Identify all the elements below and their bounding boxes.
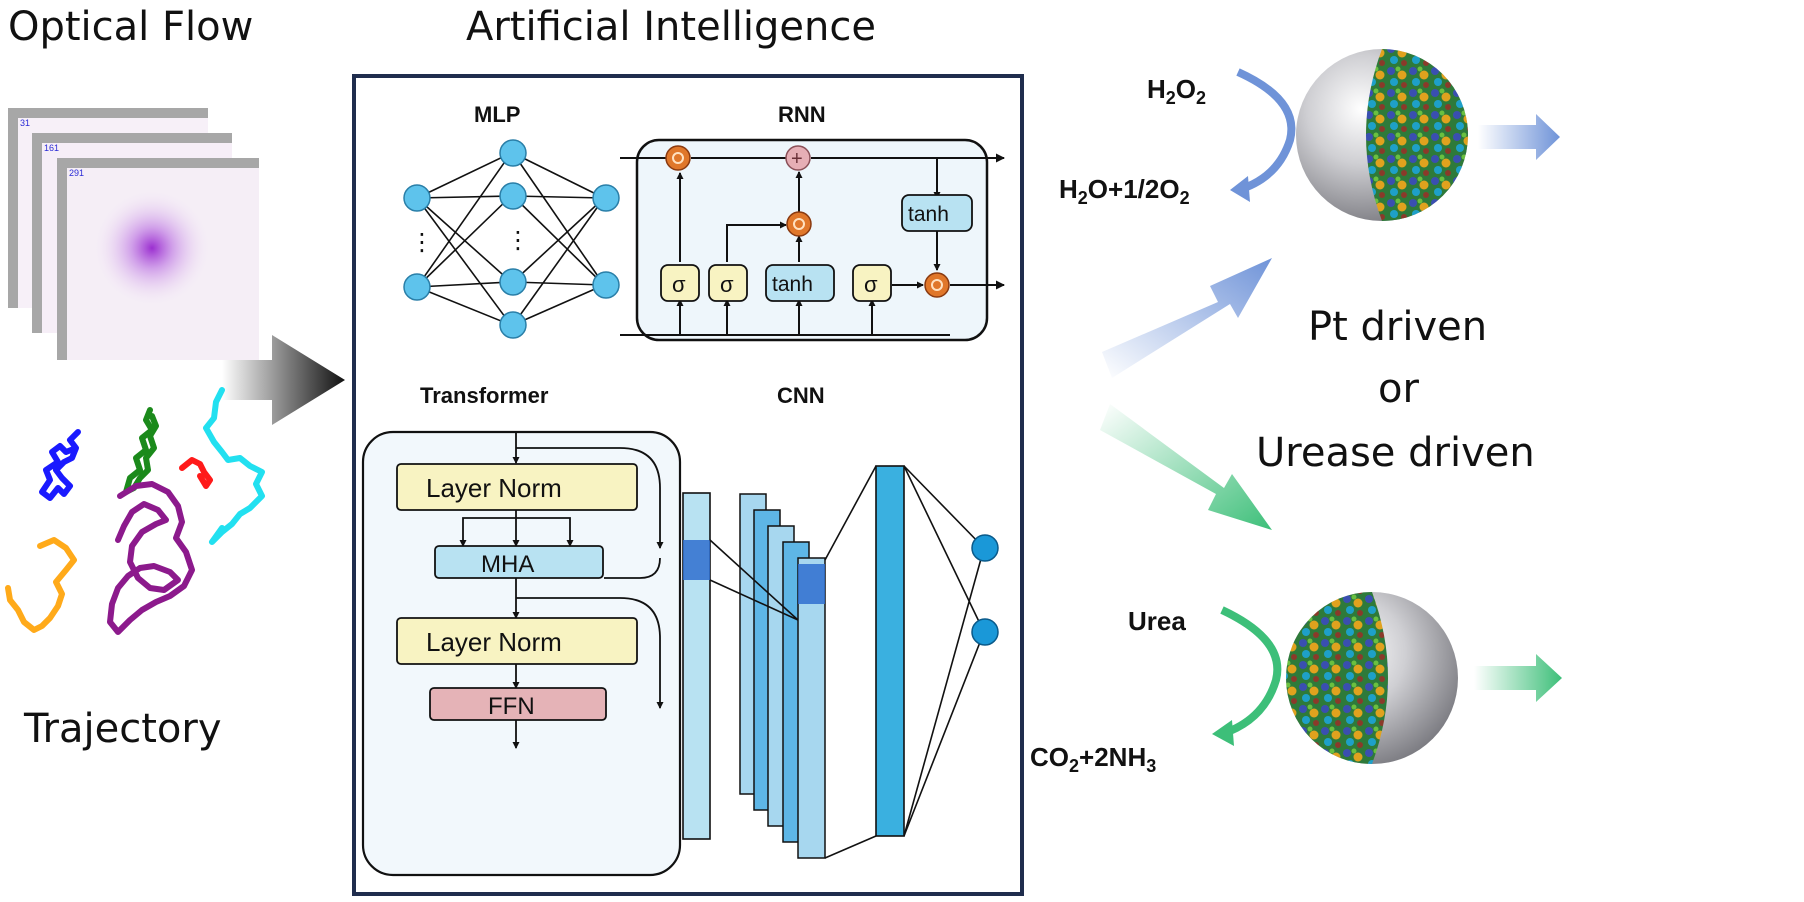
transformer-layer-norm-2-label: Layer Norm xyxy=(426,627,562,657)
mlp-hidden-node-4 xyxy=(499,311,527,339)
transformer-block: Layer Norm MHA Layer Norm FFN xyxy=(361,430,682,877)
rnn-multiply-input xyxy=(786,211,812,237)
h2o2-label: H2O2 xyxy=(1147,74,1206,108)
mlp-output-node-2 xyxy=(592,271,620,299)
mlp-output-node-1 xyxy=(592,184,620,212)
trajectories xyxy=(5,387,265,635)
rnn-gate-input xyxy=(708,264,748,302)
transformer-label: Transformer xyxy=(420,383,549,408)
mlp-hidden-node-3 xyxy=(499,268,527,296)
cnn-output-node-1 xyxy=(971,534,999,562)
pt-direction-arrow xyxy=(1102,258,1272,378)
transformer-layer-norm-1-label: Layer Norm xyxy=(426,473,562,503)
cnn-output-node-2 xyxy=(971,618,999,646)
rnn-cell-box xyxy=(635,138,989,342)
mlp-network: ⋮ ⋮ xyxy=(403,139,620,339)
trajectory-title: Trajectory xyxy=(23,706,222,752)
mlp-hidden-node-1 xyxy=(499,139,527,167)
mlp-dots-input: ⋮ xyxy=(410,229,434,256)
pt-reaction-arrowhead xyxy=(1230,176,1250,202)
rnn-gate-candidate xyxy=(765,264,835,302)
rnn-multiply-output xyxy=(924,272,950,298)
rnn-multiply-forget xyxy=(665,145,691,171)
rnn-plus-sign: + xyxy=(791,148,803,170)
transformer-mha xyxy=(434,545,604,579)
rnn-gate-output-label: σ xyxy=(864,272,878,297)
frame-2-label: 161 xyxy=(44,143,59,153)
rnn-gate-forget-label: σ xyxy=(672,272,686,297)
rnn-gate-forget xyxy=(660,264,700,302)
urease-motion-arrow xyxy=(1474,654,1562,702)
particle-blur xyxy=(94,190,210,306)
mlp-label: MLP xyxy=(474,102,520,127)
trajectory-purple xyxy=(107,481,195,635)
transformer-layer-norm-2 xyxy=(396,617,638,665)
trajectory-orange xyxy=(5,537,77,633)
urea-label: Urea xyxy=(1128,606,1186,636)
co2-nh3-label: CO2+2NH3 xyxy=(1030,742,1156,776)
mlp-dots-hidden: ⋮ xyxy=(506,227,530,254)
urease-reaction-arc xyxy=(1220,606,1282,738)
input-arrow xyxy=(222,335,345,425)
pt-driven-label: Pt driven xyxy=(1308,304,1487,350)
trajectory-cyan xyxy=(203,387,265,545)
optical-flow-title: Optical Flow xyxy=(8,4,253,50)
cnn-network xyxy=(682,465,999,859)
cnn-map-5 xyxy=(797,557,826,859)
frame-1-label: 31 xyxy=(20,118,30,128)
pt-janus-particle xyxy=(1296,49,1468,221)
transformer-ffn xyxy=(429,687,607,721)
optical-flow-frames: 31 161 291 xyxy=(8,108,259,360)
h2o-o2-label: H2O+1/2O2 xyxy=(1059,174,1190,208)
urease-janus-particle xyxy=(1286,592,1458,764)
cnn-map-kernel xyxy=(798,564,825,604)
trajectory-blue xyxy=(39,429,81,501)
transformer-mha-label: MHA xyxy=(481,551,534,578)
transformer-layer-norm-1 xyxy=(396,463,638,511)
frame-3-label: 291 xyxy=(69,168,84,178)
cnn-label: CNN xyxy=(777,383,825,408)
rnn-gate-input-label: σ xyxy=(720,272,734,297)
urease-driven-label: Urease driven xyxy=(1256,430,1535,476)
rnn-cell: + σ σ tanh σ tanh xyxy=(620,138,1005,342)
rnn-label: RNN xyxy=(778,102,826,127)
mlp-input-node-2 xyxy=(403,273,431,301)
urease-direction-arrow xyxy=(1100,404,1272,530)
rnn-gate-candidate-label: tanh xyxy=(772,273,813,296)
rnn-tanh-cell xyxy=(901,194,973,232)
frame-3: 291 xyxy=(57,158,259,360)
h2o-o2-label-text: H2O+1/2O2 xyxy=(1059,174,1190,208)
ai-title: Artificial Intelligence xyxy=(466,4,876,50)
transformer-ffn-label: FFN xyxy=(488,693,535,720)
pt-motion-arrow xyxy=(1478,114,1560,160)
urease-reaction-arrowhead xyxy=(1212,720,1234,746)
co2-nh3-label-text: CO2+2NH3 xyxy=(1030,742,1156,776)
rnn-gate-output xyxy=(852,264,892,302)
mlp-hidden-node-2 xyxy=(499,182,527,210)
pt-reaction-arc xyxy=(1236,68,1296,194)
mlp-input-node-1 xyxy=(403,184,431,212)
rnn-plus xyxy=(785,145,811,171)
rnn-tanh-cell-label: tanh xyxy=(908,203,949,226)
h2o2-label-text: H2O2 xyxy=(1147,74,1206,108)
or-label: or xyxy=(1378,366,1419,412)
cnn-input-kernel xyxy=(683,540,710,580)
cnn-dense-layer xyxy=(875,465,905,837)
trajectory-green xyxy=(123,407,159,495)
ai-frame xyxy=(352,74,1024,896)
trajectory-red xyxy=(179,457,213,489)
